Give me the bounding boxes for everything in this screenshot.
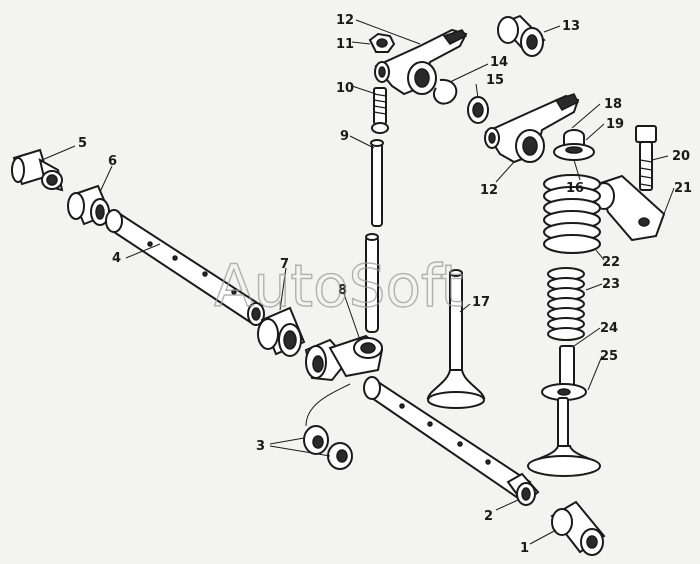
part-10-adjust-screw	[371, 87, 389, 134]
callout-11: 11	[336, 37, 354, 52]
callout-2: 2	[484, 509, 493, 524]
callout-6: 6	[108, 154, 117, 169]
part-2-shaft	[363, 376, 540, 506]
part-13-bushing	[497, 14, 546, 57]
callout-7: 7	[280, 257, 289, 272]
callout-3: 3	[256, 439, 265, 454]
callout-23: 23	[602, 277, 620, 292]
part-1-plug	[550, 500, 606, 556]
callout-8: 8	[338, 283, 347, 298]
callout-24: 24	[600, 321, 618, 336]
part-12-rocker-arm-top	[374, 28, 468, 96]
callout-21: 21	[674, 181, 692, 196]
callout-5: 5	[78, 136, 87, 151]
part-14-circlip	[432, 78, 458, 105]
part-15-washer	[467, 96, 489, 124]
callout-20: 20	[672, 149, 690, 164]
callout-15: 15	[486, 73, 504, 88]
part-18-19-16-retainer	[553, 129, 595, 161]
part-4-shaft	[105, 209, 265, 326]
part-6-bushing	[67, 184, 112, 226]
watermark-text: AutoSoft	[214, 252, 463, 320]
leader-lines	[41, 19, 675, 545]
part-11-nut	[368, 32, 396, 53]
callout-17: 17	[472, 295, 490, 310]
callout-9: 9	[340, 129, 349, 144]
callout-12-top: 12	[336, 13, 354, 28]
part-5-plug	[11, 148, 64, 192]
part-8-rocker-stand	[304, 334, 384, 382]
part-9-pushrod	[370, 139, 384, 227]
part-22-outer-spring	[543, 174, 601, 254]
callout-4: 4	[112, 251, 121, 266]
callout-10: 10	[336, 81, 354, 96]
callout-labels: 5 6 4 7 8 9 10 11 12 13 14 15 18 19 16 1…	[78, 13, 692, 556]
part-20-bolt	[635, 125, 657, 191]
part-23-inner-spring	[547, 267, 585, 341]
part-7-bushing	[257, 306, 306, 357]
part-12-rocker-arm-bottom	[484, 93, 580, 164]
callout-14: 14	[490, 55, 508, 70]
callout-22: 22	[602, 255, 620, 270]
part-24-25-valve-guide	[527, 345, 601, 477]
part-17-valve	[426, 269, 486, 409]
part-pushrod-lower	[365, 233, 379, 333]
callout-16: 16	[566, 181, 584, 196]
callout-13: 13	[562, 19, 580, 34]
callout-25: 25	[600, 349, 618, 364]
callout-19: 19	[606, 117, 624, 132]
callout-1: 1	[520, 541, 529, 556]
callout-18: 18	[604, 97, 622, 112]
callout-12-bottom: 12	[480, 183, 498, 198]
part-21-support	[593, 174, 666, 242]
part-3-bushings	[303, 425, 353, 470]
